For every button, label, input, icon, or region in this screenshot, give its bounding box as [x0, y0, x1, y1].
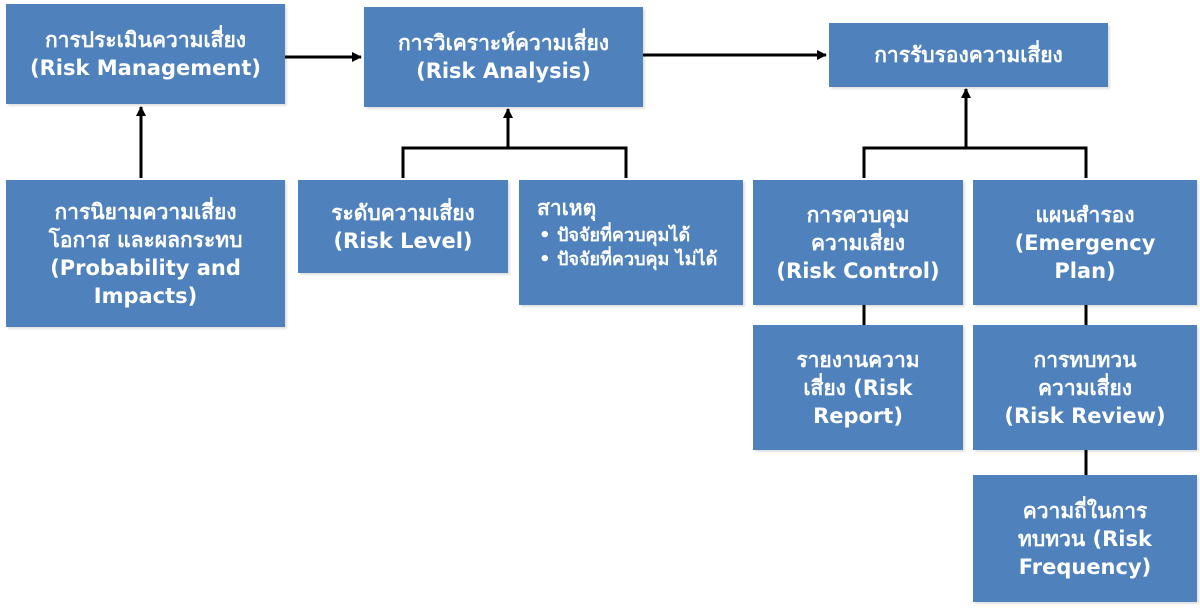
risk-analysis-box: การวิเคราะห์ความเสี่ยง (Risk Analysis) [364, 7, 643, 107]
risk-control-box: การควบคุม ความเสี่ยง (Risk Control) [753, 180, 963, 305]
risk-frequency-line-2: ทบทวน (Risk [1018, 526, 1152, 551]
emergency-plan-box: แผนสำรอง (Emergency Plan) [973, 180, 1197, 305]
probability-line-1: การนิยามความเสี่ยง [54, 199, 237, 224]
risk-analysis-line-1: การวิเคราะห์ความเสี่ยง [397, 31, 610, 55]
emergency-plan-line-2: (Emergency [1014, 230, 1156, 255]
probability-impacts-box: การนิยามความเสี่ยง โอกาส และผลกระทบ (Pro… [6, 180, 285, 327]
risk-control-line-2: ความเสี่ยง [810, 230, 906, 255]
risk-level-line-1: ระดับความเสี่ยง [331, 200, 475, 225]
risk-management-line-1: การประเมินความเสี่ยง [44, 28, 247, 52]
risk-frequency-box: ความถี่ในการ ทบทวน (Risk Frequency) [973, 475, 1197, 602]
risk-level-line-2: (Risk Level) [333, 228, 473, 253]
causes-bullet-list: ปัจจัยที่ควบคุมได้ ปัจจัยที่ควบคุม ไม่ได… [537, 224, 727, 272]
risk-control-line-3: (Risk Control) [776, 258, 940, 283]
risk-review-line-3: (Risk Review) [1004, 403, 1166, 428]
risk-report-line-2: เสี่ยง (Risk [803, 375, 913, 400]
causes-bullet-controllable: ปัจจัยที่ควบคุมได้ [537, 224, 727, 248]
risk-report-line-1: รายงานความ [796, 347, 920, 372]
probability-line-2: โอกาส และผลกระทบ [48, 227, 243, 252]
risk-acceptance-line-1: การรับรองความเสี่ยง [874, 43, 1063, 67]
risk-management-box: การประเมินความเสี่ยง (Risk Management) [6, 4, 285, 104]
bracket-level-causes [401, 146, 628, 178]
risk-report-line-3: Report) [813, 403, 903, 428]
causes-bullet-uncontrollable: ปัจจัยที่ควบคุม ไม่ได้ [537, 248, 727, 272]
risk-analysis-line-2: (Risk Analysis) [416, 59, 591, 83]
risk-review-line-1: การทบทวน [1033, 347, 1137, 372]
bracket-control-emergency [862, 146, 1088, 178]
emergency-plan-line-3: Plan) [1054, 258, 1116, 283]
risk-review-box: การทบทวน ความเสี่ยง (Risk Review) [973, 325, 1197, 450]
causes-box: สาเหตุ ปัจจัยที่ควบคุมได้ ปัจจัยที่ควบคุ… [519, 180, 743, 305]
risk-control-line-1: การควบคุม [806, 202, 910, 227]
risk-review-line-2: ความเสี่ยง [1037, 375, 1133, 400]
probability-line-4: Impacts) [93, 283, 198, 308]
risk-level-box: ระดับความเสี่ยง (Risk Level) [298, 180, 508, 273]
causes-title: สาเหตุ [537, 196, 597, 220]
risk-report-box: รายงานความ เสี่ยง (Risk Report) [753, 325, 963, 450]
risk-frequency-line-1: ความถี่ในการ [1022, 498, 1148, 523]
risk-management-line-2: (Risk Management) [30, 56, 261, 80]
risk-frequency-line-3: Frequency) [1018, 554, 1152, 579]
emergency-plan-line-1: แผนสำรอง [1035, 202, 1135, 227]
risk-acceptance-box: การรับรองความเสี่ยง [829, 23, 1108, 87]
probability-line-3: (Probability and [50, 255, 241, 280]
